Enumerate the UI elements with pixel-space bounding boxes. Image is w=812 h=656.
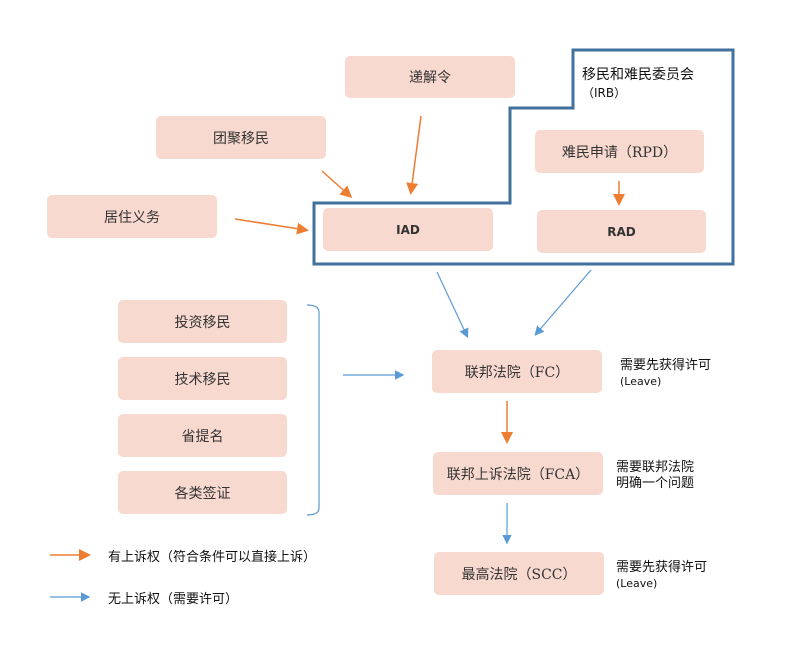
node-skilled-immigration: 技术移民 (118, 357, 287, 400)
node-label: IAD (396, 222, 420, 237)
node-label: 投资移民 (174, 314, 231, 331)
node-label: 居住义务 (104, 209, 160, 226)
irb-abbr: （IRB） (582, 86, 627, 100)
node-iad: IAD (323, 208, 493, 251)
node-label: 团聚移民 (213, 130, 269, 147)
node-label: 递解令 (409, 70, 451, 86)
node-label: 省提名 (181, 428, 224, 445)
legend-orange-label: 有上诉权（符合条件可以直接上诉） (108, 550, 317, 565)
irb-label: 移民和难民委员会 （IRB） (582, 66, 694, 102)
node-label: 技术移民 (174, 371, 231, 388)
node-label: RAD (607, 224, 636, 239)
node-residency-obligation: 居住义务 (47, 195, 217, 238)
node-label: 各类签证 (174, 485, 231, 502)
node-investor-immigration: 投资移民 (118, 300, 287, 343)
note-scc-line2: (Leave) (616, 577, 658, 590)
node-label: 最高法院（SCC） (461, 566, 577, 583)
legend-blue-label: 无上诉权（需要许可） (108, 592, 239, 607)
note-fc-line1: 需要先获得许可 (620, 358, 712, 373)
arrow-family-to-iad (321, 170, 353, 198)
applications-bracket (306, 304, 320, 516)
node-rad: RAD (537, 210, 706, 253)
node-label: 联邦法院（FC） (464, 364, 570, 381)
note-fca-line2: 明确一个问题 (616, 476, 695, 491)
note-scc: 需要先获得许可 (Leave) (616, 560, 707, 592)
note-fc-line2: (Leave) (620, 375, 662, 388)
node-federal-court: 联邦法院（FC） (432, 350, 602, 393)
node-label: 联邦上诉法院（FCA） (446, 466, 590, 483)
note-scc-line1: 需要先获得许可 (616, 560, 708, 575)
irb-container-border (312, 48, 735, 266)
node-deportation-order: 递解令 (345, 56, 515, 98)
node-family-sponsorship: 团聚移民 (156, 116, 326, 159)
node-supreme-court: 最高法院（SCC） (434, 552, 604, 595)
note-fca: 需要联邦法院 明确一个问题 (616, 460, 694, 492)
arrow-deportation-to-iad (406, 115, 422, 195)
arrow-iad-to-fc (436, 271, 469, 339)
arrow-rad-to-fc (534, 269, 592, 336)
node-provincial-nomination: 省提名 (118, 414, 287, 457)
node-label: 难民申请（RPD） (561, 144, 678, 161)
irb-title: 移民和难民委员会 (582, 67, 694, 83)
node-visas: 各类签证 (118, 471, 287, 514)
node-rpd: 难民申请（RPD） (535, 130, 704, 173)
note-fc: 需要先获得许可 (Leave) (620, 358, 711, 390)
node-federal-court-of-appeal: 联邦上诉法院（FCA） (433, 452, 603, 495)
note-fca-line1: 需要联邦法院 (616, 460, 695, 475)
arrow-residency-to-iad (234, 218, 309, 235)
